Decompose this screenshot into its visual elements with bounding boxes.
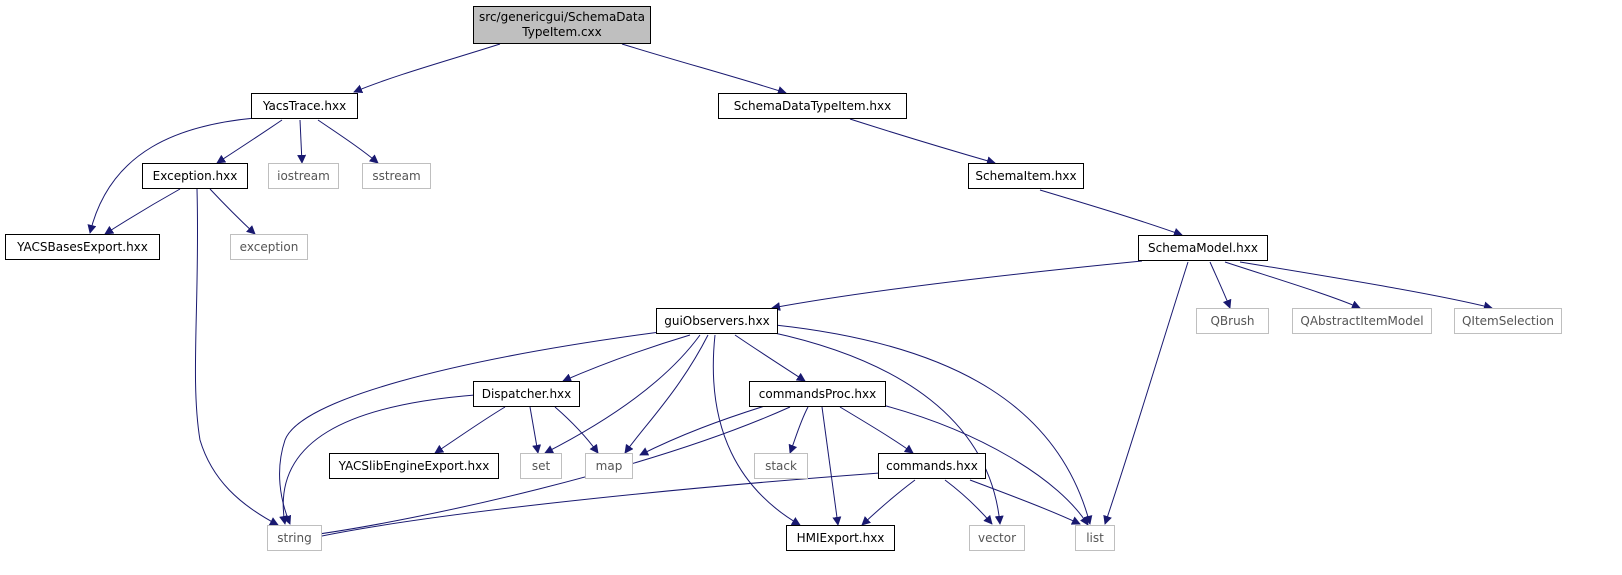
node-schemadatatypeitem-hxx[interactable]: SchemaDataTypeItem.hxx [718,93,907,119]
node-yacsbasesexport-hxx[interactable]: YACSBasesExport.hxx [5,234,160,260]
node-list[interactable]: list [1075,525,1115,551]
edge-schemamodel-qitemselection [1239,261,1493,311]
edge-guiobservers-map [624,334,709,454]
edge-commandsproc-commands [839,406,914,454]
edge-root-schemadatatypeitem [621,43,787,95]
node-guiobservers-hxx[interactable]: guiObservers.hxx [656,308,778,334]
edge-schemadatatypeitem-schemaitem [849,118,996,166]
node-schemamodel-hxx[interactable]: SchemaModel.hxx [1138,235,1268,261]
edge-root-yacstrace [353,43,501,94]
edge-exception-yacsbasesexport [104,188,181,235]
edge-schemamodel-guiobservers [771,260,1143,311]
edge-yacstrace-exception-hxx [216,119,283,164]
node-qitemselection[interactable]: QItemSelection [1454,308,1562,334]
edges [87,43,1493,541]
node-qbrush[interactable]: QBrush [1196,308,1269,334]
edge-dispatcher-set [529,406,542,454]
edge-exception-exception [209,188,256,235]
node-schemaitem-hxx[interactable]: SchemaItem.hxx [968,163,1084,189]
node-iostream[interactable]: iostream [268,163,339,189]
edge-dispatcher-string [279,394,476,525]
node-yacstrace-hxx[interactable]: YacsTrace.hxx [251,93,358,119]
node-hmiexport-hxx[interactable]: HMIExport.hxx [786,525,895,551]
edge-commandsproc-list [874,402,1089,526]
edge-commandsproc-stack [788,406,809,454]
edge-dispatcher-yacslibengineexport [434,406,506,454]
node-root-schemadatatypeitem-cxx[interactable]: src/genericgui/SchemaData TypeItem.cxx [473,6,651,44]
edge-yacstrace-iostream [297,119,307,164]
node-set[interactable]: set [520,453,562,479]
node-yacslibengineexport-hxx[interactable]: YACSlibEngineExport.hxx [329,453,499,479]
edge-guiobservers-dispatcher [562,334,691,382]
edge-schemaitem-schemamodel [1039,189,1183,237]
node-exception-hxx[interactable]: Exception.hxx [142,163,248,189]
node-sstream[interactable]: sstream [362,163,431,189]
edge-schemamodel-qabstractitemmodel [1224,261,1361,309]
node-vector[interactable]: vector [969,525,1025,551]
edge-commandsproc-string [311,406,791,539]
edge-yacstrace-sstream [317,119,379,164]
node-dispatcher-hxx[interactable]: Dispatcher.hxx [473,381,580,407]
node-commands-hxx[interactable]: commands.hxx [878,453,986,479]
node-string[interactable]: string [267,525,322,551]
node-qabstractitemmodel[interactable]: QAbstractItemModel [1292,308,1432,334]
edge-exception-string [194,188,279,526]
edge-yacstrace-yacsbasesexport [87,117,256,234]
edge-commandsproc-hmiexport [821,406,842,526]
edge-guiobservers-string [279,331,661,525]
edge-guiobservers-vector [769,331,1004,525]
edge-guiobservers-hmiexport [712,334,801,526]
edge-commands-vector [944,479,993,525]
edge-commands-list [969,479,1081,525]
edge-commands-string [311,472,881,541]
edge-guiobservers-list [774,324,1093,525]
node-commandsproc-hxx[interactable]: commandsProc.hxx [749,381,886,407]
node-stack[interactable]: stack [754,453,808,479]
edge-commands-hmiexport [861,479,916,526]
edge-guiobservers-commandsproc [734,334,806,382]
edge-schemamodel-qbrush [1209,261,1232,309]
node-exception[interactable]: exception [230,234,308,260]
edge-guiobservers-set [544,334,701,454]
node-root-line2: TypeItem.cxx [522,25,602,39]
edge-dispatcher-map [554,406,599,454]
node-map[interactable]: map [585,453,633,479]
node-root-line1: src/genericgui/SchemaData [479,10,645,24]
edge-schemamodel-list [1103,261,1189,525]
edge-commandsproc-map [639,404,769,456]
